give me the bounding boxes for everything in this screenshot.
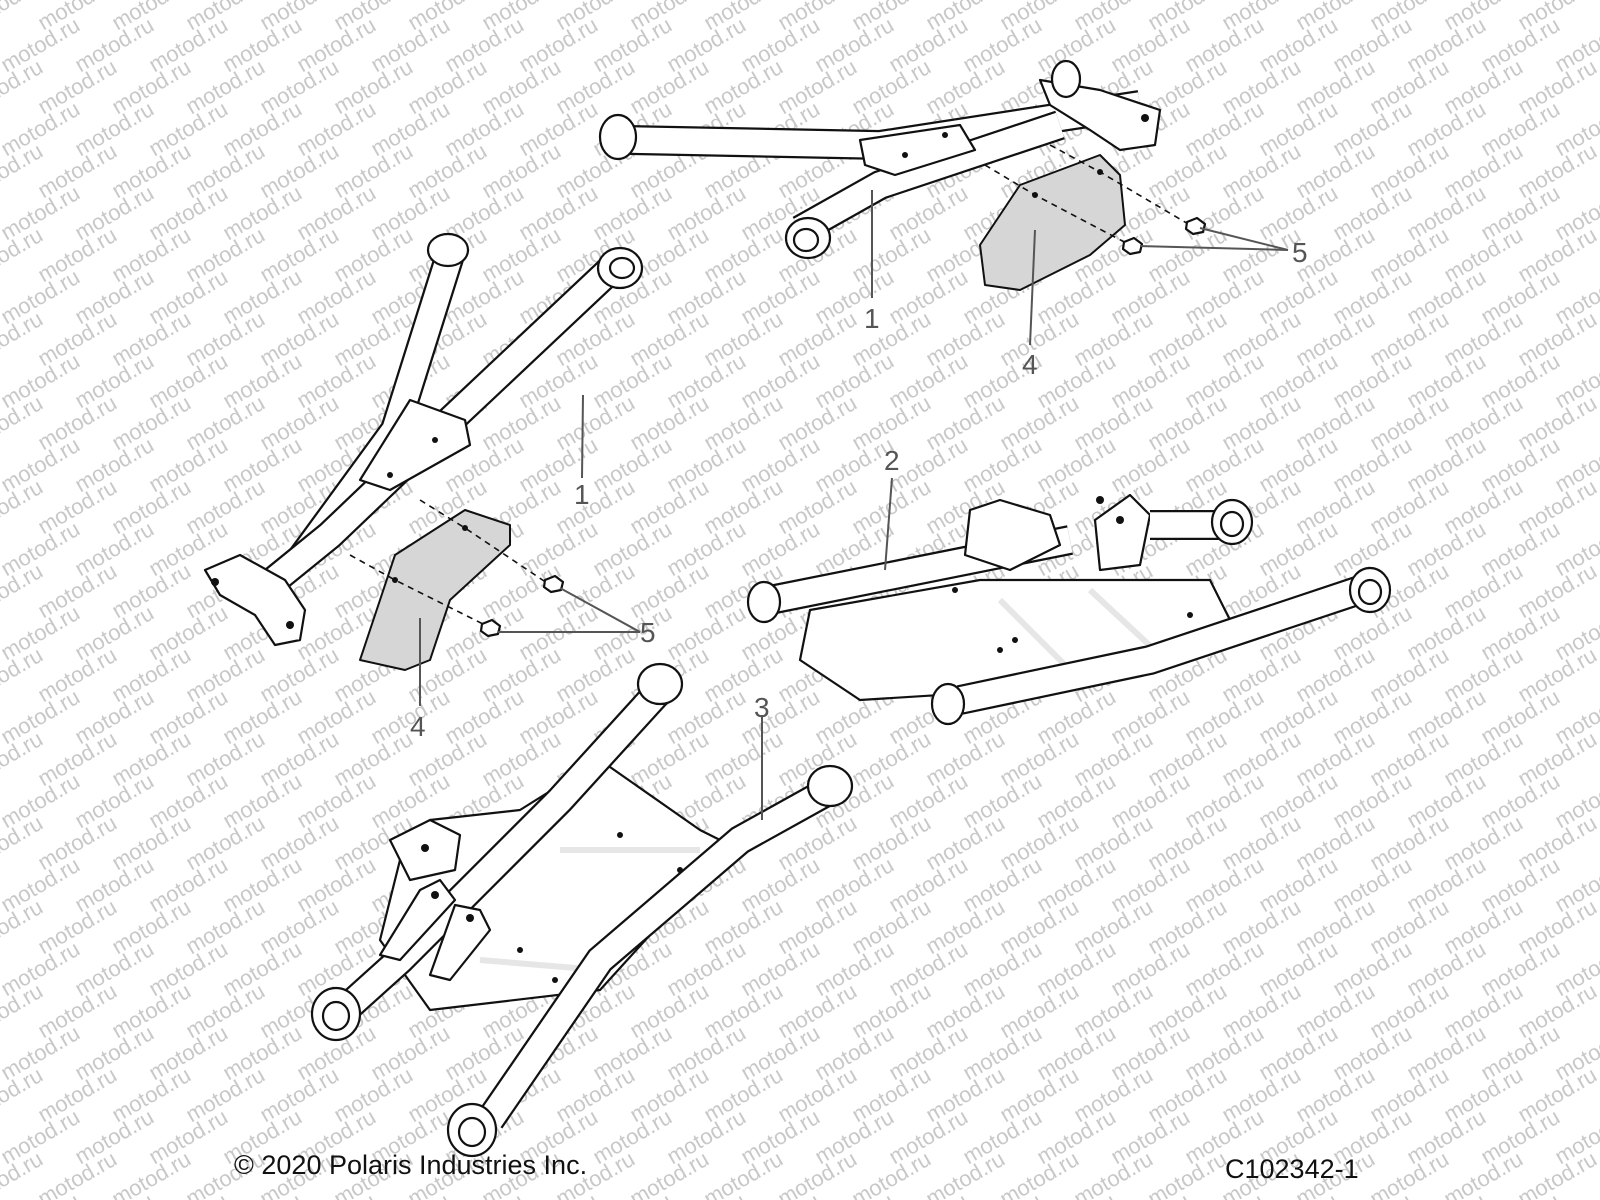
lower-control-arm-bottom: [310, 662, 854, 1158]
callout-1-top: 1: [864, 303, 880, 334]
nut-left-b: [479, 618, 502, 638]
leader-5-top-a: [1199, 227, 1289, 251]
callout-1-left: 1: [574, 479, 590, 510]
leader-2: [884, 477, 893, 571]
leader-1-left: [581, 394, 584, 479]
shield-plate-left: [359, 509, 511, 671]
callout-3: 3: [754, 692, 770, 723]
callout-4-left: 4: [410, 711, 426, 742]
shield-plate-top: [979, 154, 1126, 291]
lower-control-arm-right: [746, 493, 1392, 726]
leader-5-left-a: [559, 587, 641, 633]
callout-5-left: 5: [640, 617, 656, 648]
leader-5-top-b: [1139, 245, 1289, 251]
callout-4-top: 4: [1022, 349, 1038, 380]
nut-top-a: [1184, 216, 1207, 236]
copyright-notice: © 2020 Polaris Industries Inc.: [234, 1150, 588, 1180]
diagram-code: C102342-1: [1225, 1154, 1359, 1184]
upper-control-arm-left: [203, 232, 644, 647]
upper-control-arm-top: [598, 59, 1162, 260]
leader-4-top: [1029, 229, 1036, 346]
callout-2: 2: [884, 445, 900, 476]
nut-top-b: [1121, 236, 1144, 256]
callout-5-top: 5: [1292, 237, 1308, 268]
nut-left-a: [542, 574, 565, 594]
